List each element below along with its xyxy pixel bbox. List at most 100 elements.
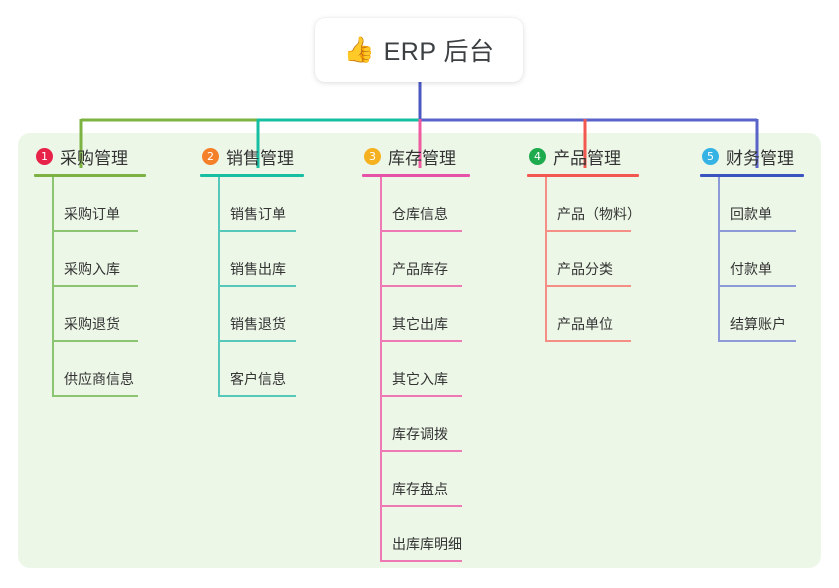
branch-number-badge: 3 bbox=[364, 147, 381, 165]
leaf-item-underline bbox=[545, 340, 631, 342]
leaf-list: 仓库信息产品库存其它出库其它入库库存调拨库存盘点出库库明细 bbox=[362, 177, 505, 562]
root-title: ERP 后台 bbox=[383, 38, 495, 66]
leaf-item-label: 采购入库 bbox=[64, 261, 120, 277]
leaf-item-label: 供应商信息 bbox=[64, 371, 134, 387]
leaf-item[interactable]: 产品分类 bbox=[527, 232, 679, 287]
leaf-item[interactable]: 库存调拨 bbox=[362, 397, 505, 452]
diagram-panel-background bbox=[18, 133, 821, 568]
leaf-item-underline bbox=[218, 340, 296, 342]
leaf-item-underline bbox=[52, 285, 138, 287]
leaf-item-label: 采购订单 bbox=[64, 206, 120, 222]
leaf-item-underline bbox=[218, 395, 296, 397]
leaf-item[interactable]: 采购退货 bbox=[34, 287, 182, 342]
leaf-item[interactable]: 产品库存 bbox=[362, 232, 505, 287]
branch-header-4[interactable]: 4 产品管理 bbox=[527, 143, 679, 169]
leaf-item-label: 回款单 bbox=[730, 206, 772, 222]
leaf-spine-line bbox=[380, 177, 382, 562]
leaf-item-underline bbox=[718, 285, 796, 287]
leaf-item[interactable]: 销售订单 bbox=[200, 177, 340, 232]
leaf-item-underline bbox=[218, 230, 296, 232]
branch-column-5: 5 财务管理回款单付款单结算账户 bbox=[700, 143, 839, 342]
leaf-item[interactable]: 结算账户 bbox=[700, 287, 839, 342]
leaf-item-underline bbox=[380, 505, 462, 507]
leaf-list: 产品（物料） 产品分类产品单位 bbox=[527, 177, 679, 342]
branch-title: 财务管理 bbox=[726, 148, 794, 168]
branch-title: 产品管理 bbox=[553, 148, 621, 168]
branch-number-badge: 1 bbox=[36, 147, 53, 165]
leaf-item-label: 产品单位 bbox=[557, 316, 613, 332]
leaf-item-label: 其它入库 bbox=[392, 371, 448, 387]
leaf-list: 销售订单销售出库销售退货客户信息 bbox=[200, 177, 340, 397]
root-node[interactable]: 👍 ERP 后台 bbox=[315, 18, 523, 82]
leaf-item[interactable]: 采购订单 bbox=[34, 177, 182, 232]
leaf-item-label: 产品分类 bbox=[557, 261, 613, 277]
branch-header-3[interactable]: 3 库存管理 bbox=[362, 143, 505, 169]
leaf-item-underline bbox=[545, 230, 631, 232]
leaf-item[interactable]: 销售退货 bbox=[200, 287, 340, 342]
leaf-list: 回款单付款单结算账户 bbox=[700, 177, 839, 342]
leaf-item[interactable]: 供应商信息 bbox=[34, 342, 182, 397]
leaf-item-label: 付款单 bbox=[730, 261, 772, 277]
branch-title: 销售管理 bbox=[226, 148, 294, 168]
branch-underline bbox=[362, 174, 470, 177]
branch-header-1[interactable]: 1 采购管理 bbox=[34, 143, 182, 169]
leaf-item-label: 产品（物料） bbox=[557, 206, 641, 222]
leaf-item-underline bbox=[380, 230, 462, 232]
leaf-item[interactable]: 销售出库 bbox=[200, 232, 340, 287]
thumbs-up-icon: 👍 bbox=[343, 35, 375, 64]
leaf-item-label: 销售出库 bbox=[230, 261, 286, 277]
leaf-item[interactable]: 产品（物料） bbox=[527, 177, 679, 232]
leaf-item[interactable]: 库存盘点 bbox=[362, 452, 505, 507]
leaf-item-label: 采购退货 bbox=[64, 316, 120, 332]
leaf-item[interactable]: 采购入库 bbox=[34, 232, 182, 287]
branch-number-badge: 4 bbox=[529, 147, 546, 165]
leaf-item[interactable]: 产品单位 bbox=[527, 287, 679, 342]
leaf-item[interactable]: 客户信息 bbox=[200, 342, 340, 397]
leaf-item-label: 客户信息 bbox=[230, 371, 286, 387]
branch-number-badge: 5 bbox=[702, 147, 719, 165]
leaf-item[interactable]: 出库库明细 bbox=[362, 507, 505, 562]
leaf-spine-line bbox=[718, 177, 720, 342]
branch-title: 库存管理 bbox=[388, 148, 456, 168]
leaf-item-label: 销售订单 bbox=[230, 206, 286, 222]
leaf-item-underline bbox=[545, 285, 631, 287]
branch-underline bbox=[200, 174, 304, 177]
branch-header-2[interactable]: 2 销售管理 bbox=[200, 143, 340, 169]
leaf-item-label: 产品库存 bbox=[392, 261, 448, 277]
leaf-spine-line bbox=[545, 177, 547, 342]
leaf-item[interactable]: 其它出库 bbox=[362, 287, 505, 342]
leaf-item-label: 库存盘点 bbox=[392, 481, 448, 497]
leaf-item-label: 库存调拨 bbox=[392, 426, 448, 442]
leaf-item-underline bbox=[380, 340, 462, 342]
leaf-item-underline bbox=[380, 450, 462, 452]
branch-column-4: 4 产品管理产品（物料） 产品分类产品单位 bbox=[527, 143, 679, 342]
branch-column-3: 3 库存管理仓库信息产品库存其它出库其它入库库存调拨库存盘点出库库明细 bbox=[362, 143, 505, 562]
leaf-item[interactable]: 回款单 bbox=[700, 177, 839, 232]
leaf-item[interactable]: 付款单 bbox=[700, 232, 839, 287]
branch-underline bbox=[527, 174, 639, 177]
leaf-item-underline bbox=[52, 340, 138, 342]
leaf-spine-line bbox=[218, 177, 220, 397]
leaf-spine-line bbox=[52, 177, 54, 397]
leaf-item[interactable]: 仓库信息 bbox=[362, 177, 505, 232]
branch-underline bbox=[34, 174, 146, 177]
leaf-item-label: 仓库信息 bbox=[392, 206, 448, 222]
branch-number-badge: 2 bbox=[202, 147, 219, 165]
leaf-item-underline bbox=[718, 340, 796, 342]
branch-column-2: 2 销售管理销售订单销售出库销售退货客户信息 bbox=[200, 143, 340, 397]
branch-column-1: 1 采购管理采购订单采购入库采购退货供应商信息 bbox=[34, 143, 182, 397]
leaf-item-label: 其它出库 bbox=[392, 316, 448, 332]
leaf-item[interactable]: 其它入库 bbox=[362, 342, 505, 397]
leaf-item-underline bbox=[380, 395, 462, 397]
leaf-item-underline bbox=[380, 560, 462, 562]
branch-header-5[interactable]: 5 财务管理 bbox=[700, 143, 839, 169]
leaf-item-label: 出库库明细 bbox=[392, 536, 462, 552]
leaf-item-underline bbox=[380, 285, 462, 287]
branch-underline bbox=[700, 174, 804, 177]
leaf-item-underline bbox=[52, 230, 138, 232]
leaf-item-underline bbox=[52, 395, 138, 397]
leaf-list: 采购订单采购入库采购退货供应商信息 bbox=[34, 177, 182, 397]
leaf-item-underline bbox=[718, 230, 796, 232]
leaf-item-label: 结算账户 bbox=[730, 316, 786, 332]
branch-title: 采购管理 bbox=[60, 148, 128, 168]
